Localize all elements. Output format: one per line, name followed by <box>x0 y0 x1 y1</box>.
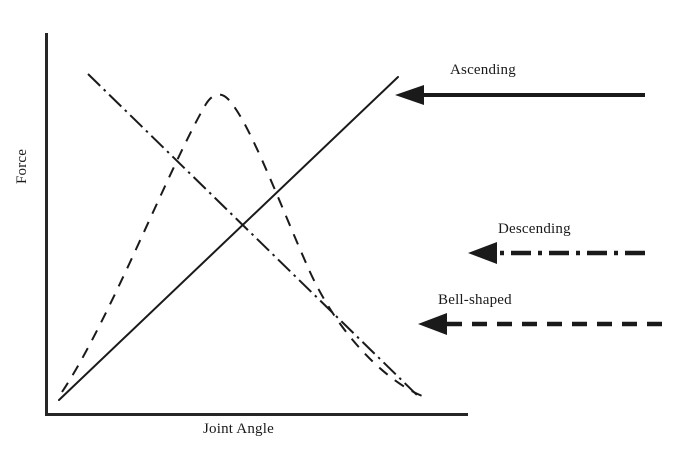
legend-arrow-descending-head <box>468 242 497 264</box>
series-line-descending <box>87 73 421 399</box>
x-axis-label: Joint Angle <box>203 421 274 437</box>
y-axis-label: Force <box>14 148 30 184</box>
legend-label-bell-shaped: Bell-shaped <box>438 292 512 308</box>
legend-arrow-bell-shaped-head <box>418 313 447 335</box>
legend-arrow-ascending-head <box>395 85 424 105</box>
series-line-bell-shaped <box>61 93 429 399</box>
legend-label-descending: Descending <box>498 221 571 237</box>
legend-arrow-bell-shaped <box>418 313 662 335</box>
legend-arrow-descending <box>468 242 645 264</box>
series-line-ascending <box>58 76 399 401</box>
legend-label-ascending: Ascending <box>450 62 516 78</box>
legend-arrow-ascending <box>395 85 645 105</box>
axes-group <box>45 33 468 416</box>
